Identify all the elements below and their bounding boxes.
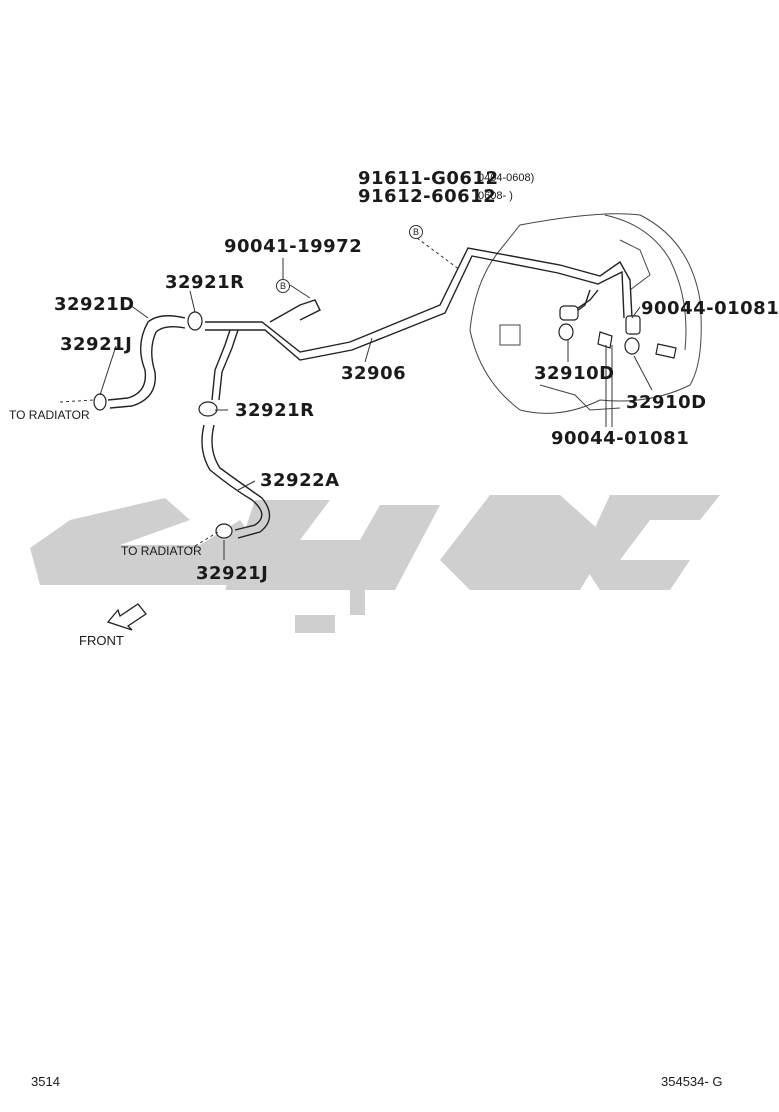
label-91611-note: 0404-0608) bbox=[478, 172, 535, 184]
label-front: FRONT bbox=[79, 633, 124, 648]
label-to-radiator-upper: TO RADIATOR bbox=[9, 408, 90, 422]
front-arrow bbox=[106, 603, 147, 631]
label-to-radiator-lower: TO RADIATOR bbox=[121, 544, 202, 558]
oil-cooler-pipe-32906 bbox=[205, 247, 633, 401]
label-32922A: 32922A bbox=[260, 470, 340, 491]
label-32921R-top: 32921R bbox=[165, 272, 245, 293]
label-91612-60612: 91612-60612 bbox=[358, 186, 497, 207]
label-91611-G0612: 91611-G0612 bbox=[358, 168, 499, 189]
transmission-outline bbox=[469, 213, 702, 414]
diagram-code: 354534- G bbox=[661, 1074, 723, 1089]
union-bolts bbox=[558, 305, 677, 359]
leader-lines bbox=[59, 237, 653, 560]
hose-clamps bbox=[93, 311, 233, 539]
label-90044-01081-bottom: 90044-01081 bbox=[551, 428, 690, 449]
ref-marker-b-clip: B bbox=[276, 279, 290, 293]
hoses bbox=[107, 315, 271, 539]
label-32921J-bottom: 32921J bbox=[196, 563, 269, 584]
label-32921R-mid: 32921R bbox=[235, 400, 315, 421]
label-32910D-b: 32910D bbox=[626, 392, 707, 413]
watermark-logo bbox=[30, 495, 720, 633]
ref-marker-b-pipe: B bbox=[409, 225, 423, 239]
label-32906: 32906 bbox=[341, 363, 407, 384]
label-32921J-left: 32921J bbox=[60, 334, 133, 355]
label-90041-19972: 90041-19972 bbox=[224, 236, 363, 257]
label-90044-01081-right: 90044-01081 bbox=[641, 298, 779, 319]
label-32910D-a: 32910D bbox=[534, 363, 615, 384]
parts-diagram bbox=[30, 213, 720, 633]
label-32921D: 32921D bbox=[54, 294, 135, 315]
label-91612-note: 0608- ) bbox=[478, 190, 513, 202]
page-number: 3514 bbox=[31, 1074, 60, 1089]
